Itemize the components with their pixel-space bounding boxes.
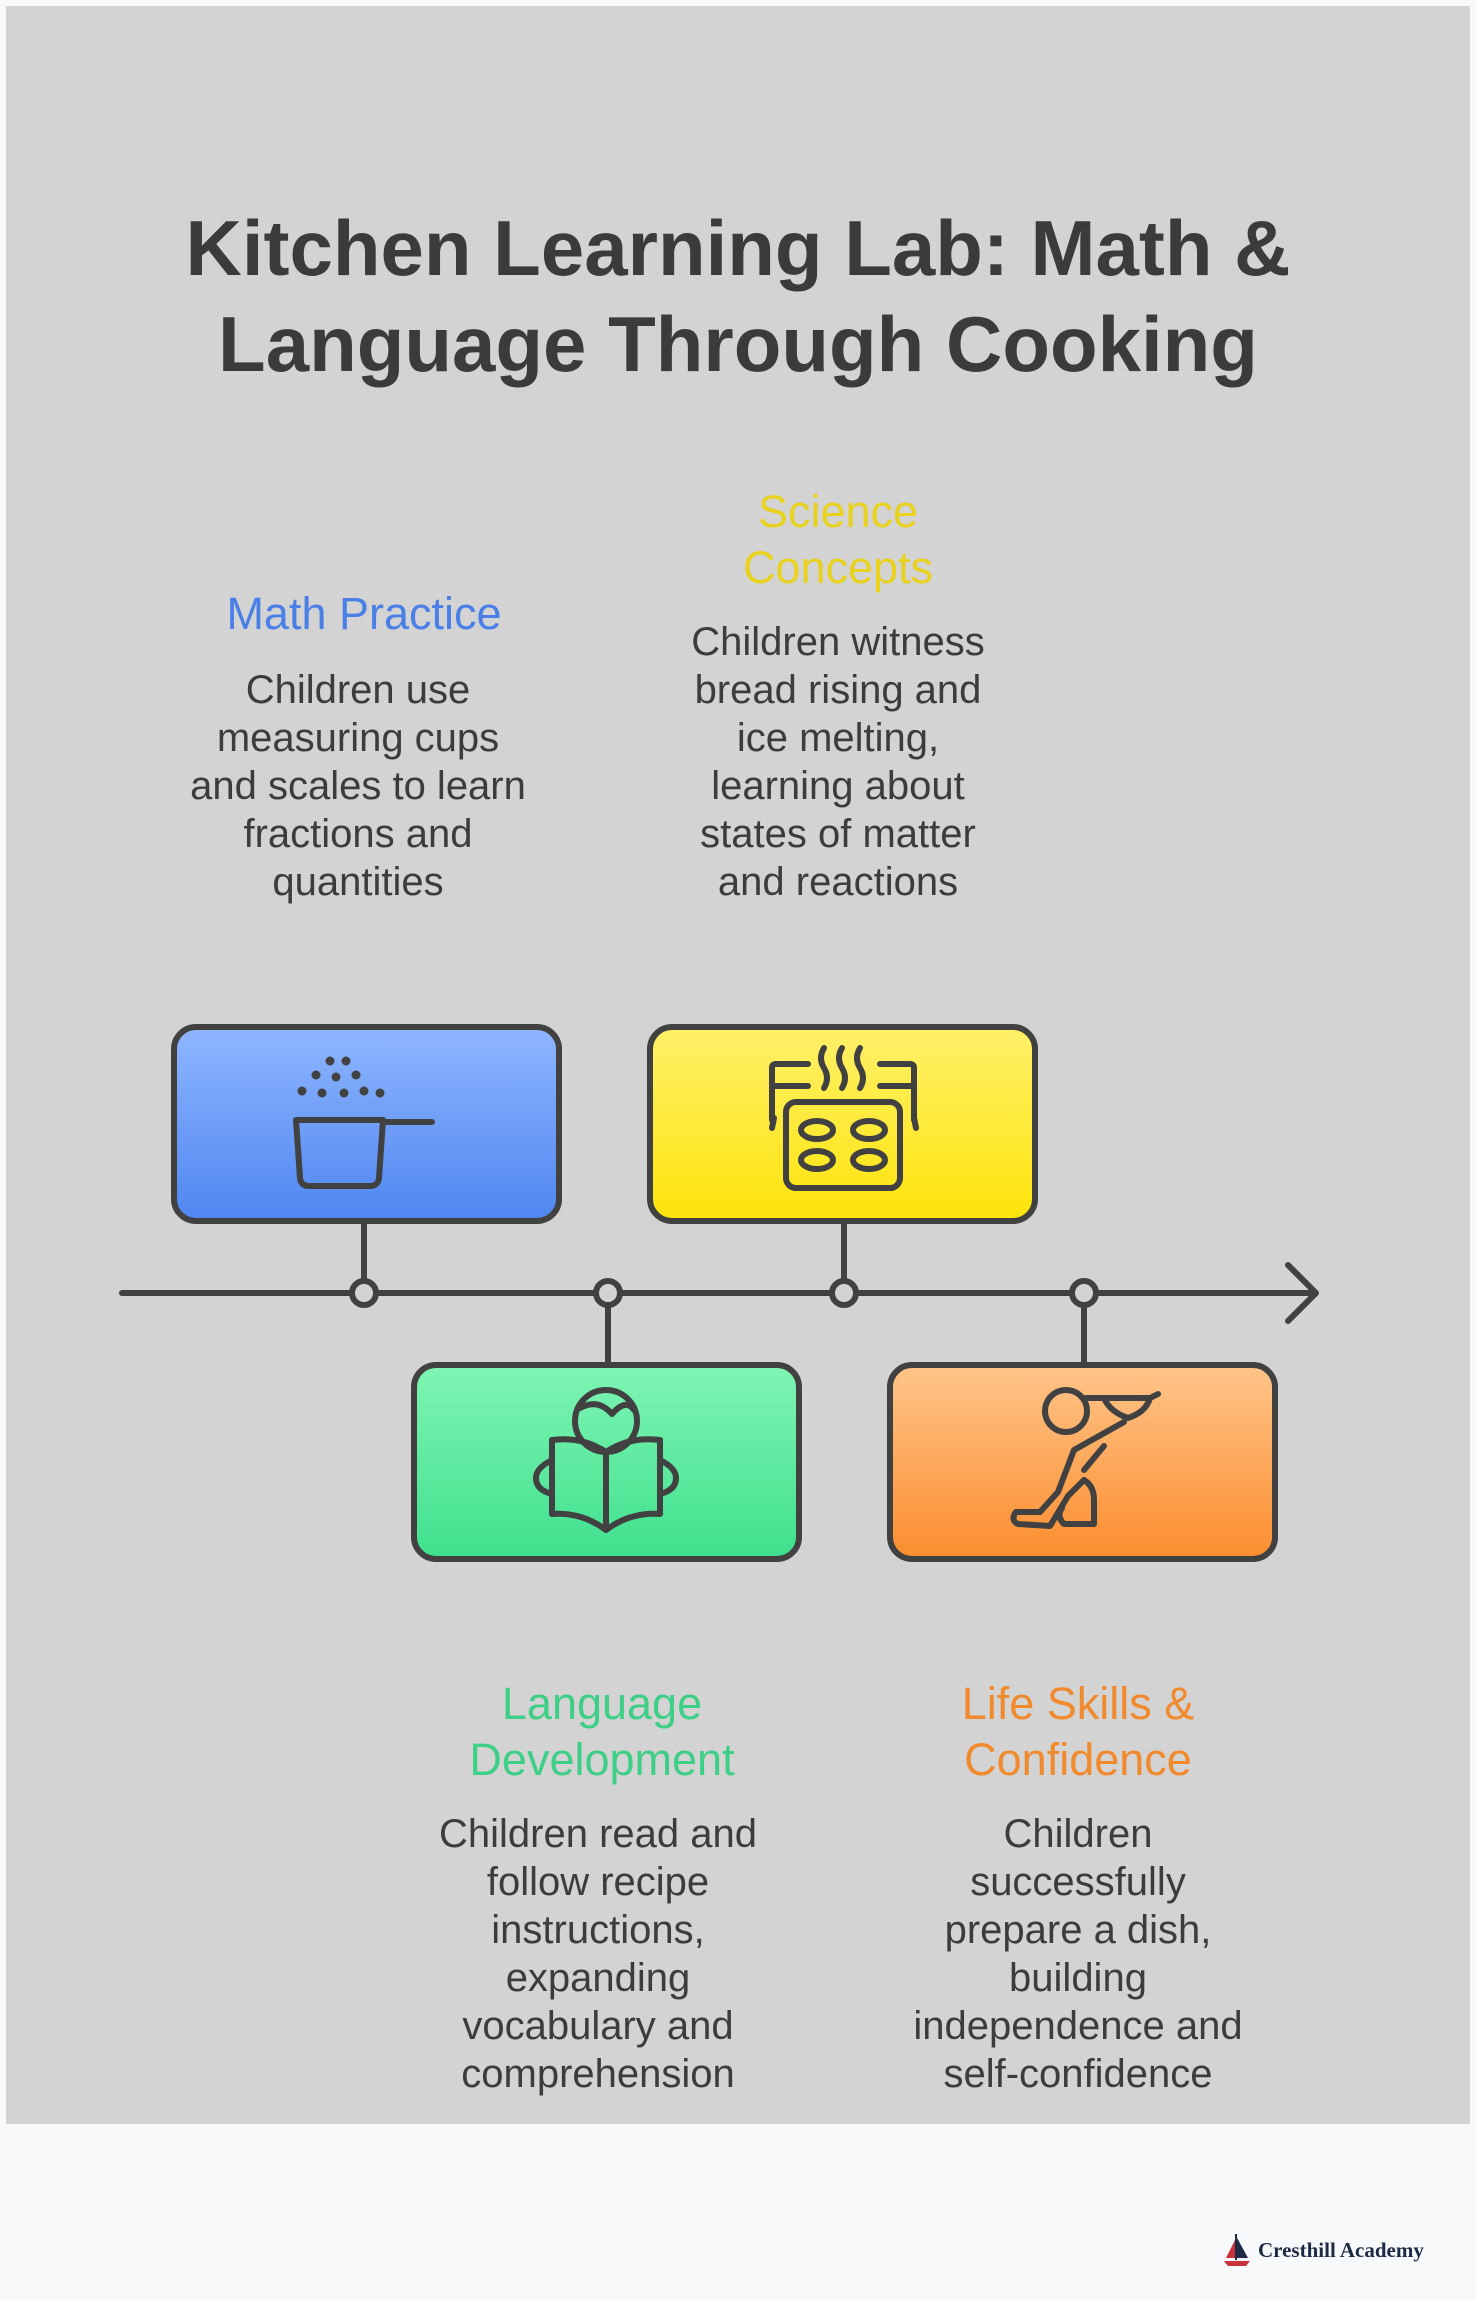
person-serving-dish-icon xyxy=(1010,1387,1161,1529)
page-title: Kitchen Learning Lab: Math & Language Th… xyxy=(0,200,1476,392)
science-concepts-description: Children witness bread rising and ice me… xyxy=(691,620,985,904)
life-skills-title: Life Skills & Confidence xyxy=(961,1678,1195,1785)
life-skills-description: Children successfully prepare a dish, bu… xyxy=(913,1812,1243,2096)
brand-name: Cresthill Academy xyxy=(1258,2237,1424,2262)
math-practice-description: Children use measuring cups and scales t… xyxy=(190,668,526,904)
oven-baking-icon xyxy=(769,1045,919,1191)
timeline-marker-language xyxy=(593,1278,623,1308)
language-development-description: Children read and follow recipe instruct… xyxy=(439,1812,757,2096)
timeline-marker-life-skills xyxy=(1069,1278,1099,1308)
science-concepts-box xyxy=(647,1024,1038,1224)
measuring-cup-icon xyxy=(293,1056,435,1189)
reading-child-icon xyxy=(533,1387,679,1533)
math-practice-box xyxy=(171,1024,562,1224)
language-development-title: Language Development xyxy=(469,1678,735,1785)
title-line-1: Kitchen Learning Lab: Math & xyxy=(185,204,1291,292)
timeline-marker-math xyxy=(349,1278,379,1308)
science-concepts-title: Science Concepts xyxy=(742,486,934,593)
sailboat-icon xyxy=(1224,2234,1250,2266)
timeline-marker-science xyxy=(829,1278,859,1308)
life-skills-box xyxy=(887,1362,1278,1562)
title-line-2: Language Through Cooking xyxy=(218,300,1258,388)
math-practice-title: Math Practice xyxy=(226,588,502,639)
footer-brand: Cresthill Academy xyxy=(1222,2232,1424,2268)
timeline-arrowhead xyxy=(1285,1262,1319,1324)
